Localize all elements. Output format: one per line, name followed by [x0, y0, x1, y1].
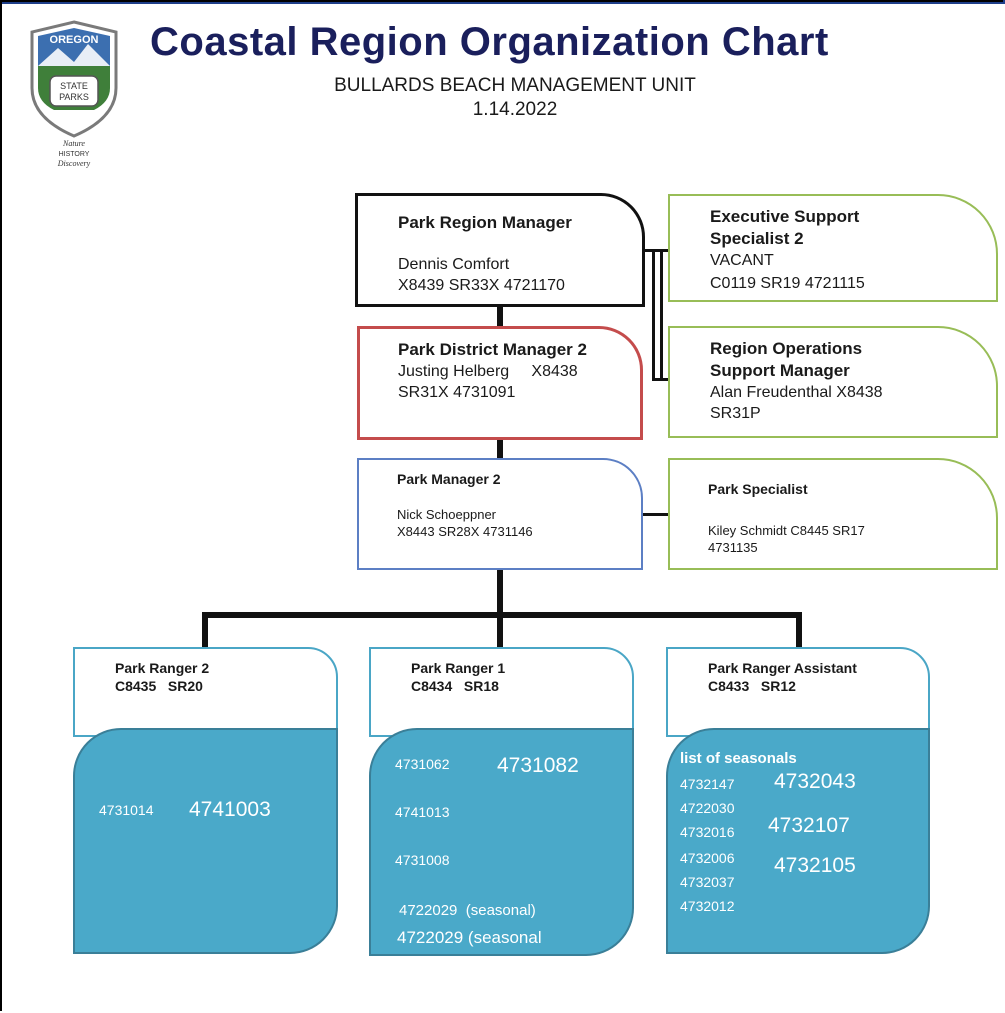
- position-number: 4741013: [395, 804, 450, 820]
- node-code: C8435 SR20: [115, 678, 203, 694]
- connector-line: [640, 249, 670, 252]
- connector-line: [202, 612, 208, 648]
- position-number: 4731008: [395, 852, 450, 868]
- node-code: X8439 SR33X 4721170: [398, 277, 565, 294]
- connector-line: [497, 438, 503, 458]
- node-code: 4731135: [708, 540, 758, 555]
- node-region-operations-support-manager: Region Operations Support Manager Alan F…: [668, 326, 998, 438]
- node-code: SR31P: [710, 405, 761, 422]
- node-park-ranger-assistant: Park Ranger Assistant C8433 SR12: [666, 647, 930, 737]
- connector-line: [652, 378, 670, 381]
- position-number: 4731014: [99, 802, 154, 818]
- node-park-manager: Park Manager 2 Nick Schoeppner X8443 SR2…: [357, 458, 643, 570]
- connector-line: [497, 568, 503, 624]
- node-title: Park Manager 2: [397, 471, 501, 487]
- chart-date: 1.14.2022: [472, 99, 558, 120]
- node-name: Nick Schoeppner: [397, 507, 496, 522]
- node-title: Park Ranger Assistant: [708, 660, 857, 676]
- node-name: VACANT: [710, 252, 774, 269]
- position-number: 4732147: [680, 776, 735, 792]
- position-number: 4732012: [680, 898, 735, 914]
- position-number: 4741003: [189, 798, 271, 821]
- position-number: 4732037: [680, 874, 735, 890]
- top-accent-bar: [0, 0, 1005, 4]
- pool-heading: list of seasonals: [680, 750, 797, 767]
- node-title: Region Operations: [710, 339, 863, 358]
- node-name: Dennis Comfort: [398, 256, 510, 273]
- node-name: Justing Helberg X8438: [398, 363, 578, 380]
- position-number: 4731082: [497, 754, 579, 777]
- connector-line: [497, 305, 503, 327]
- node-title: Park Ranger 1: [411, 660, 506, 676]
- logo-tagline-1: Nature: [62, 139, 85, 148]
- unit-name: BULLARDS BEACH MANAGEMENT UNIT: [334, 75, 696, 96]
- position-number: 4732105: [774, 854, 856, 877]
- position-number: 4722029 (seasonal: [397, 928, 542, 947]
- node-name: Alan Freudenthal X8438: [710, 384, 883, 401]
- page-subtitle: BULLARDS BEACH MANAGEMENT UNIT 1.14.2022: [300, 74, 730, 122]
- node-executive-support-specialist: Executive Support Specialist 2 VACANT C0…: [668, 194, 998, 302]
- ranger-assistant-position-pool: list of seasonals 4732147 4722030 473201…: [666, 728, 930, 954]
- connector-line: [640, 513, 670, 516]
- position-number: 4732043: [774, 770, 856, 793]
- connector-line: [497, 612, 503, 648]
- node-title: Park Ranger 2: [115, 660, 210, 676]
- logo-badge-line1: STATE: [60, 81, 88, 91]
- node-name: Kiley Schmidt C8445 SR17: [708, 523, 865, 538]
- node-park-specialist: Park Specialist Kiley Schmidt C8445 SR17…: [668, 458, 998, 570]
- node-code: C8433 SR12: [708, 678, 796, 694]
- node-title: Executive Support: [710, 207, 860, 226]
- position-number: 4732006: [680, 850, 735, 866]
- ranger1-position-pool: 4731062 4731082 4741013 4731008 4722029 …: [369, 728, 634, 956]
- position-number: 4722030: [680, 800, 735, 816]
- logo-badge-line2: PARKS: [59, 92, 89, 102]
- node-title: Specialist 2: [710, 229, 804, 248]
- connector-line: [660, 249, 663, 379]
- position-number: 4722029 (seasonal): [399, 902, 536, 919]
- node-code: C8434 SR18: [411, 678, 499, 694]
- node-park-ranger-2: Park Ranger 2 C8435 SR20: [73, 647, 338, 737]
- ranger2-position-pool: 4731014 4741003: [73, 728, 338, 954]
- position-number: 4732016: [680, 824, 735, 840]
- connector-line: [652, 249, 655, 379]
- node-title: Park District Manager 2: [398, 340, 587, 359]
- logo-tagline-2: HISTORY: [59, 151, 90, 158]
- logo-tagline-3: Discovery: [57, 159, 91, 168]
- node-title: Support Manager: [710, 361, 850, 380]
- node-code: C0119 SR19 4721115: [710, 275, 865, 292]
- logo-top-text: OREGON: [50, 34, 99, 46]
- node-code: X8443 SR28X 4731146: [397, 524, 533, 539]
- oregon-state-parks-logo: OREGON STATE PARKS Nature HISTORY Discov…: [30, 20, 118, 168]
- node-title: Park Specialist: [708, 481, 808, 497]
- page-title: Coastal Region Organization Chart: [150, 20, 829, 64]
- node-code: SR31X 4731091: [398, 384, 516, 401]
- node-title: Park Region Manager: [398, 213, 572, 232]
- node-park-region-manager: Park Region Manager Dennis Comfort X8439…: [355, 193, 645, 307]
- node-park-ranger-1: Park Ranger 1 C8434 SR18: [369, 647, 634, 737]
- position-number: 4731062: [395, 756, 450, 772]
- connector-line: [796, 612, 802, 648]
- position-number: 4732107: [768, 814, 850, 837]
- node-park-district-manager: Park District Manager 2 Justing Helberg …: [357, 326, 643, 440]
